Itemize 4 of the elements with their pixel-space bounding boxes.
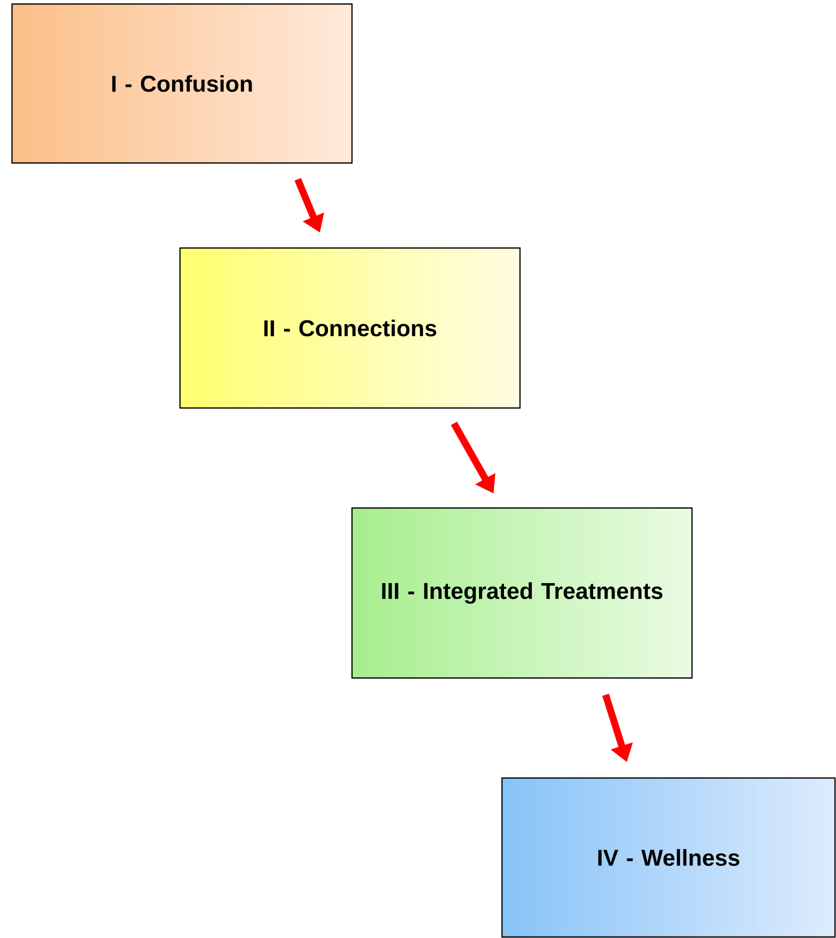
stage-box: I - Confusion — [11, 3, 353, 164]
stage-box: III - Integrated Treatments — [351, 507, 693, 679]
stage-box: II - Connections — [179, 247, 521, 409]
stage-box: IV - Wellness — [501, 777, 836, 938]
